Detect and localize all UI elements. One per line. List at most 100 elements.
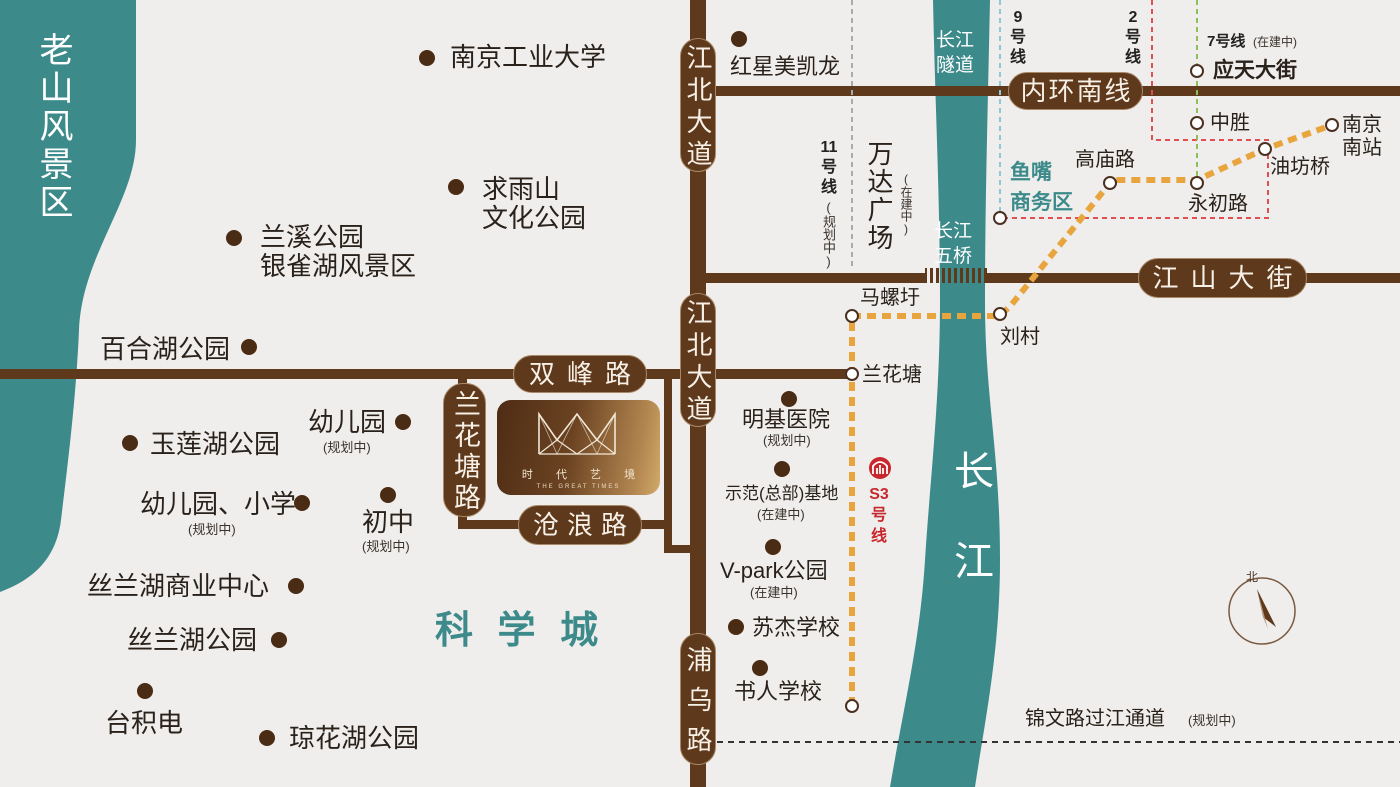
wanda-plaza-label: 万达广场 [864, 140, 894, 252]
station-label-maluoyu: 马螺圩 [860, 287, 920, 309]
road-label-text: 浦乌路 [683, 646, 713, 766]
station-label-gaomiaolu: 高庙路 [1075, 149, 1135, 171]
poi-marker [226, 230, 242, 246]
poi-label-lanxi-park: 兰溪公园 银雀湖风景区 [260, 223, 416, 281]
station-label-yongchulu: 永初路 [1188, 193, 1248, 215]
metro-line-2 [1006, 0, 1269, 219]
project-logo-icon [538, 411, 616, 455]
station-label-liucun: 刘村 [1000, 326, 1040, 348]
station-label-line: 南站 [1342, 137, 1382, 159]
metro-line-7-label: 7号线 [1207, 33, 1246, 50]
metro-line-11-status: (规划中) [821, 200, 836, 269]
poi-label-line: 银雀湖风景区 [260, 251, 417, 281]
station-label-yingtian-street: 应天大街 [1213, 59, 1297, 82]
tunnel-label-line: 隧道 [935, 55, 974, 76]
station-label-youfangqiao: 油坊桥 [1270, 156, 1330, 178]
poi-label-red-star-macalline: 红星美凯龙 [730, 54, 841, 79]
jinwen-crossing-status: (规划中) [1188, 713, 1236, 728]
compass-north-label: 北 [1246, 570, 1259, 584]
poi-status-kindergarten: (规划中) [323, 440, 371, 455]
poi-label-sujie-school: 苏杰学校 [752, 615, 841, 640]
poi-marker [752, 660, 768, 676]
road-label-neihuan-south: 内环南线 [1008, 72, 1143, 110]
poi-marker [395, 414, 411, 430]
yangtze-tunnel-label: 长江 隧道 [933, 28, 977, 78]
poi-marker [288, 578, 304, 594]
jinwen-crossing-label: 锦文路过江通道 [1025, 708, 1165, 730]
poi-status-demo-hq-base: (在建中) [757, 507, 805, 522]
poi-status-kindergarten-primary: (规划中) [188, 522, 236, 537]
poi-status-junior-high: (规划中) [362, 539, 410, 554]
poi-label-demo-hq-base: 示范(总部)基地 [725, 484, 839, 503]
poi-label-tsmc: 台积电 [105, 708, 184, 738]
compass-icon [1228, 577, 1296, 645]
station-yuzui [993, 211, 1007, 225]
station-maluoyu [845, 309, 859, 323]
metro-line-9-label: 9号线 [1009, 9, 1026, 66]
station-label-zhongsheng: 中胜 [1210, 112, 1250, 134]
wanda-plaza-status: (在建中) [899, 172, 913, 236]
poi-status-benq-hospital: (规划中) [763, 433, 811, 448]
metro-line-2-label: 2号线 [1124, 9, 1141, 66]
station-youfangqiao [1258, 142, 1272, 156]
yuzui-business-district-label: 鱼嘴 商务区 [1010, 158, 1073, 218]
poi-label-line: 求雨山 [482, 174, 561, 204]
laoshan-scenic-area-region [0, 0, 136, 592]
metro-line-7-status: (在建中) [1253, 35, 1297, 49]
poi-label-line: 兰溪公园 [260, 222, 365, 252]
poi-label-junior-high: 初中 [362, 507, 415, 537]
poi-label-shuren-school: 书人学校 [734, 679, 823, 704]
station-gaomiaolu [1103, 176, 1117, 190]
station-label-lanhuatang: 兰花塘 [862, 364, 922, 386]
poi-marker [122, 435, 138, 451]
road-label-canglang: 沧浪路 [518, 505, 642, 545]
poi-marker [137, 683, 153, 699]
road-label-text: 江山大街 [1152, 263, 1305, 293]
road-label-text: 沧浪路 [532, 510, 635, 540]
station-yingtian-street [1190, 64, 1204, 78]
poi-marker [241, 339, 257, 355]
poi-label-silan-lake-park: 丝兰湖公园 [127, 625, 258, 655]
poi-marker [294, 495, 310, 511]
yangtze-river-label: 长江 [948, 450, 992, 630]
road-label-puwu: 浦乌路 [680, 633, 716, 766]
poi-marker [448, 179, 464, 195]
road-connector-horizontal [664, 545, 698, 553]
poi-marker [728, 619, 744, 635]
poi-label-kindergarten: 幼儿园 [308, 407, 387, 437]
station-nanjing-south [1325, 118, 1339, 132]
poi-marker [380, 487, 396, 503]
district-label-line: 鱼嘴 [1010, 161, 1052, 184]
bridge-label-line: 长江 [933, 221, 972, 242]
road-label-text: 双峰路 [528, 359, 643, 389]
yangtze-fifth-bridge-label: 长江 五桥 [930, 219, 976, 269]
tunnel-label-line: 长江 [935, 30, 974, 51]
metro-line-11-label: 11号线 [820, 139, 838, 196]
poi-marker [765, 539, 781, 555]
road-shuangfeng [0, 369, 852, 379]
poi-marker [731, 31, 747, 47]
poi-label-silan-lake-commercial: 丝兰湖商业中心 [87, 571, 270, 601]
road-connector-vertical [664, 378, 672, 553]
poi-label-baihe-lake-park: 百合湖公园 [100, 334, 231, 364]
poi-marker [271, 632, 287, 648]
road-label-jiangbei-avenue-south: 江北大道 [680, 293, 716, 427]
poi-marker [781, 391, 797, 407]
road-label-text: 内环南线 [1020, 76, 1133, 106]
station-label-nanjing-south: 南京 南站 [1342, 114, 1382, 160]
bridge-label-line: 五桥 [933, 246, 972, 267]
road-label-jiangshan-street: 江山大街 [1138, 258, 1307, 298]
project-name-en: THE GREAT TIMES [536, 484, 621, 490]
road-label-lanhuatang: 兰花塘路 [443, 383, 486, 517]
metro-line-s3-label: S3号线 [869, 486, 889, 545]
project-name: 时 代 艺 境 [521, 469, 646, 481]
station-s3-south [845, 699, 859, 713]
poi-label-line: 文化公园 [482, 203, 587, 233]
bridge-hatch [925, 268, 987, 283]
station-yongchulu [1190, 176, 1204, 190]
poi-marker [259, 730, 275, 746]
poi-label-vpark: V-park公园 [720, 558, 828, 583]
road-label-jiangbei-avenue-north: 江北大道 [680, 38, 716, 172]
poi-label-qiuyushan-park: 求雨山 文化公园 [482, 175, 586, 233]
